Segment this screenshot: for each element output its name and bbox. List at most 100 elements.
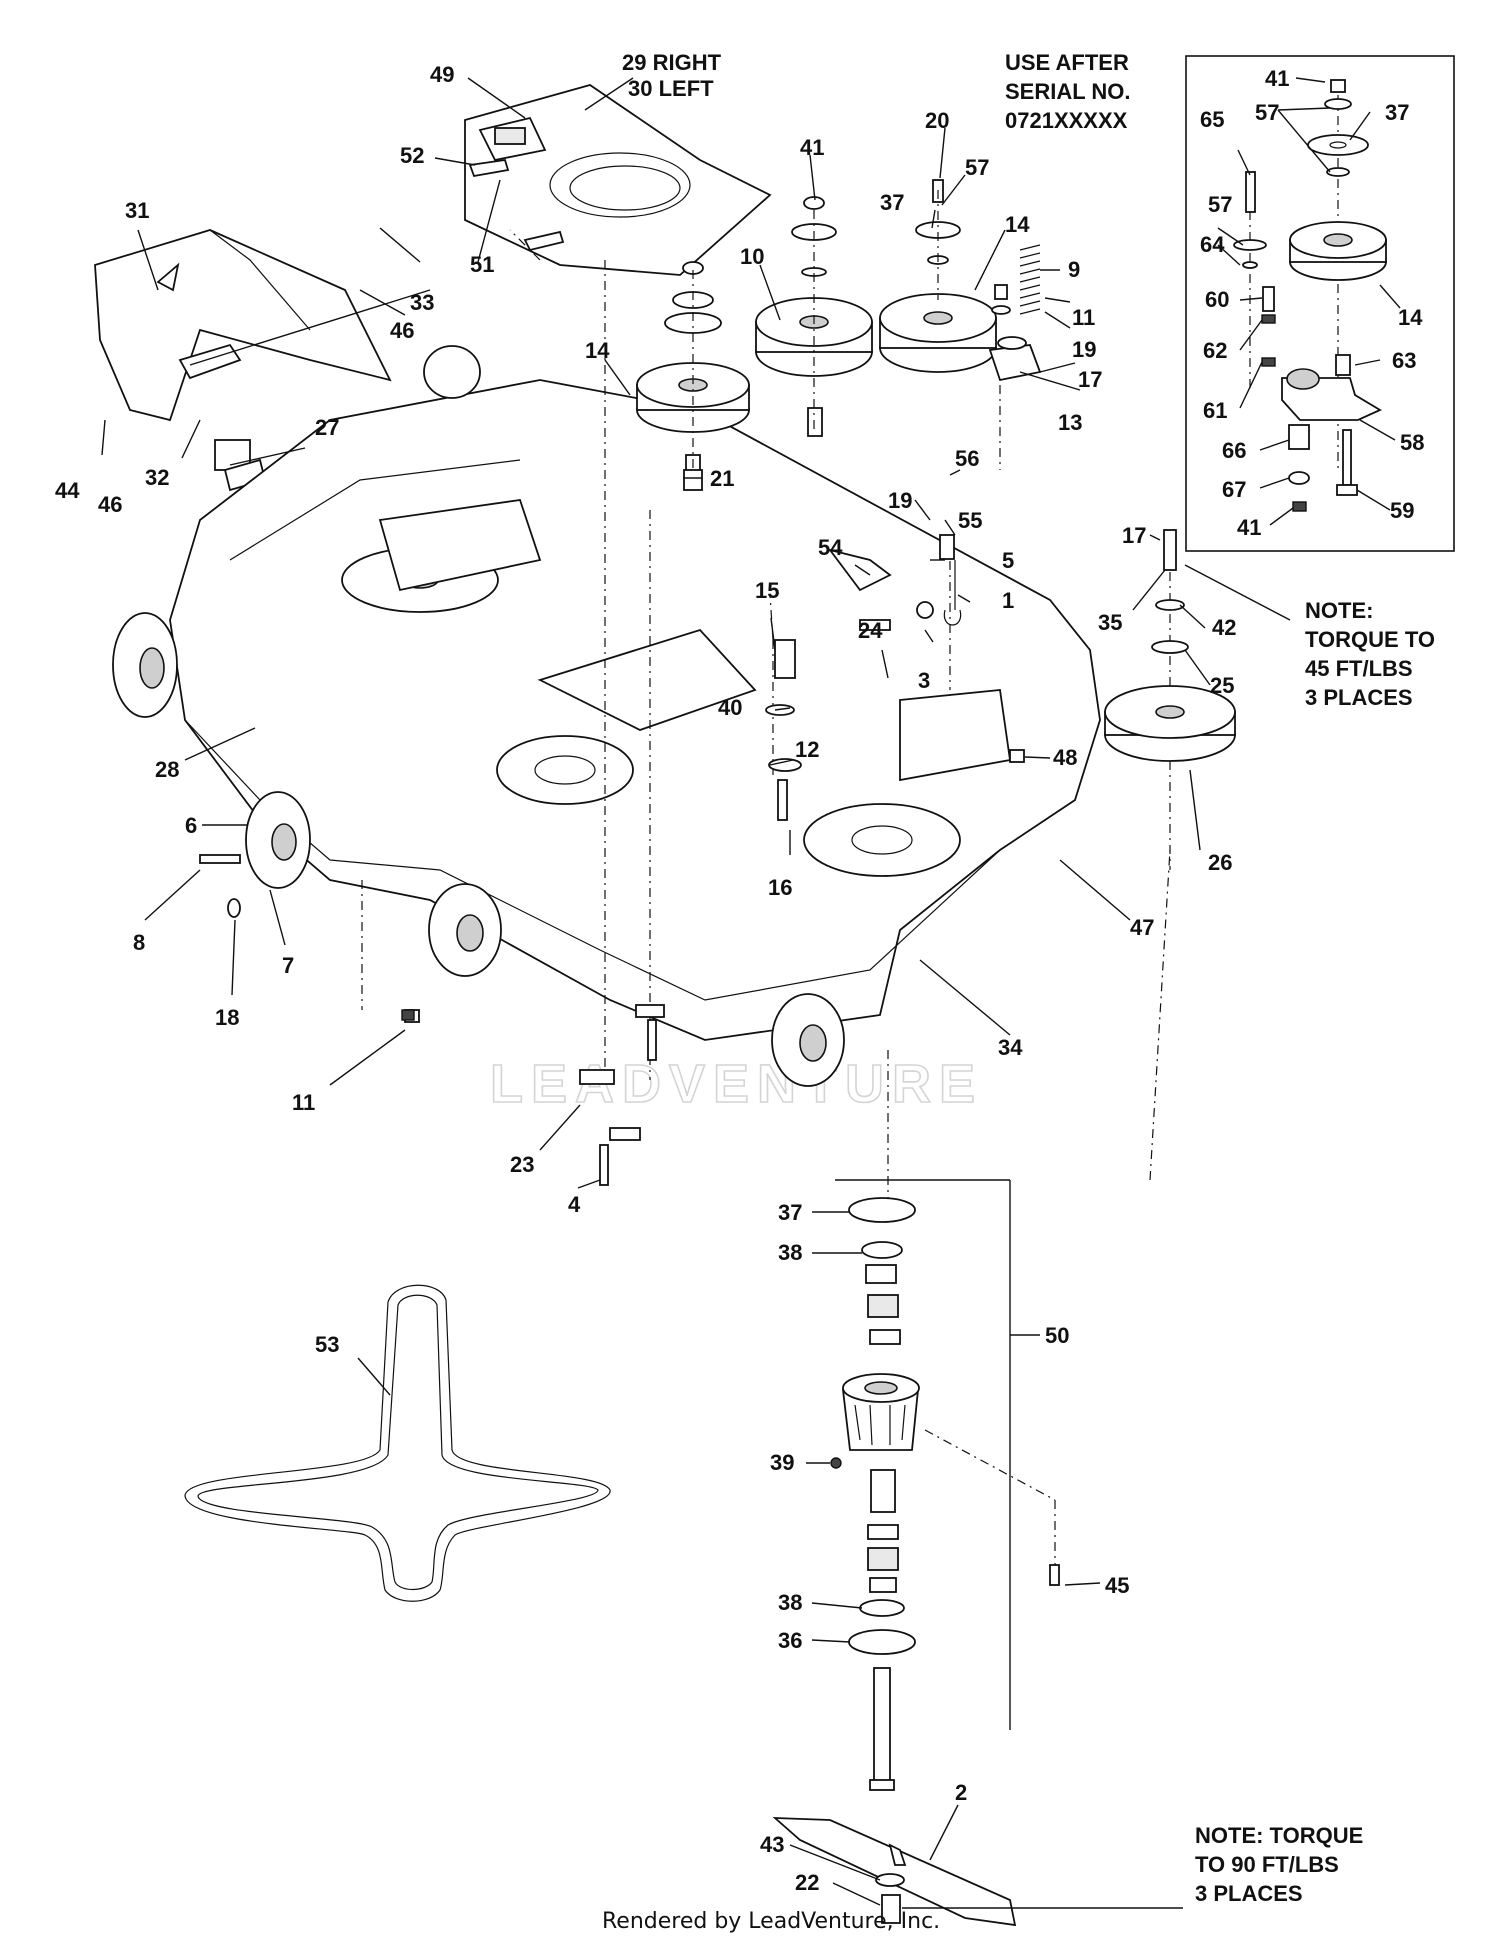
part-label-31: 31 xyxy=(125,198,149,223)
small-hardware xyxy=(199,534,1025,1186)
part-label-61: 61 xyxy=(1203,398,1227,423)
part-label-13: 13 xyxy=(1058,410,1082,435)
part-label-14: 14 xyxy=(1398,305,1423,330)
part-label-60: 60 xyxy=(1205,287,1229,312)
part-label-7: 7 xyxy=(282,953,294,978)
note-use-after-serial: USE AFTER SERIAL NO. 0721XXXXX xyxy=(1005,50,1137,133)
part-label-20: 20 xyxy=(925,108,949,133)
part-label-40: 40 xyxy=(718,695,742,720)
right-pulley xyxy=(1104,529,1236,870)
part-label-54: 54 xyxy=(818,535,843,560)
part-label-38: 38 xyxy=(778,1240,802,1265)
part-label-29-30: 29 RIGHT 30 LEFT xyxy=(622,50,727,101)
part-label-66: 66 xyxy=(1222,438,1246,463)
part-label-19: 19 xyxy=(888,488,912,513)
belt-cover xyxy=(464,84,772,276)
part-label-34: 34 xyxy=(998,1035,1023,1060)
part-label-27: 27 xyxy=(315,415,339,440)
note-torque-45-line2: TORQUE TO xyxy=(1305,627,1435,652)
watermark: LEADVENTURE xyxy=(490,1054,983,1114)
part-label-57: 57 xyxy=(1208,192,1232,217)
part-label-5: 5 xyxy=(1002,548,1014,573)
part-label-48: 48 xyxy=(1053,745,1077,770)
part-label-6: 6 xyxy=(185,813,197,838)
part-label-8: 8 xyxy=(133,930,145,955)
part-label-3: 3 xyxy=(918,668,930,693)
part-label-57: 57 xyxy=(965,155,989,180)
discharge-chute xyxy=(94,229,431,492)
spindle-assembly xyxy=(772,1050,1060,1927)
part-label-35: 35 xyxy=(1098,610,1122,635)
part-label-16: 16 xyxy=(768,875,792,900)
leader-lines xyxy=(101,77,1401,1909)
part-label-65: 65 xyxy=(1200,107,1224,132)
part-label-1: 1 xyxy=(1002,588,1014,613)
part-label-59: 59 xyxy=(1390,498,1414,523)
inset-parts xyxy=(1233,79,1387,512)
note-use-after-line3: 0721XXXXX xyxy=(1005,108,1128,133)
part-label-17: 17 xyxy=(1122,523,1146,548)
part-label-4: 4 xyxy=(568,1192,581,1217)
part-label-18: 18 xyxy=(215,1005,239,1030)
part-label-62: 62 xyxy=(1203,338,1227,363)
part-label-10: 10 xyxy=(740,244,764,269)
part-label-28: 28 xyxy=(155,757,179,782)
part-label-38: 38 xyxy=(778,1590,802,1615)
part-label-37: 37 xyxy=(778,1200,802,1225)
part-label-63: 63 xyxy=(1392,348,1416,373)
part-label-2: 2 xyxy=(955,1780,967,1805)
part-label-41: 41 xyxy=(800,135,824,160)
part-label-9: 9 xyxy=(1068,257,1080,282)
pulleys-top xyxy=(636,179,1042,491)
part-label-37: 37 xyxy=(1385,100,1409,125)
part-label-49: 49 xyxy=(430,62,454,87)
deck-wheels xyxy=(112,345,845,1087)
part-label-45: 45 xyxy=(1105,1573,1129,1598)
part-label-37: 37 xyxy=(880,190,904,215)
part-label-32: 32 xyxy=(145,465,169,490)
part-label-21: 21 xyxy=(710,466,734,491)
part-label-22: 22 xyxy=(795,1870,819,1895)
note-use-after-line2: SERIAL NO. xyxy=(1005,79,1131,104)
part-label-47: 47 xyxy=(1130,915,1154,940)
note-torque-90: NOTE: TORQUE TO 90 FT/LBS 3 PLACES xyxy=(1195,1823,1369,1906)
part-label-11: 11 xyxy=(292,1090,315,1115)
part-label-14: 14 xyxy=(585,338,610,363)
footer-credit: Rendered by LeadVenture, Inc. xyxy=(602,1909,940,1934)
part-label-55: 55 xyxy=(958,508,982,533)
part-label-41: 41 xyxy=(1237,515,1261,540)
part-label-39: 39 xyxy=(770,1450,794,1475)
part-label-67: 67 xyxy=(1222,477,1246,502)
part-label-52: 52 xyxy=(400,143,424,168)
part-label-12: 12 xyxy=(795,737,819,762)
part-label-30-left: 30 LEFT xyxy=(628,76,714,101)
part-label-23: 23 xyxy=(510,1152,534,1177)
part-label-46: 46 xyxy=(390,318,414,343)
part-labels: 49 29 RIGHT 30 LEFT 52 51 31 33 46 46 44… xyxy=(55,50,1424,1895)
note-torque-90-line1: NOTE: TORQUE xyxy=(1195,1823,1363,1848)
part-label-25: 25 xyxy=(1210,673,1234,698)
part-label-57: 57 xyxy=(1255,100,1279,125)
part-label-43: 43 xyxy=(760,1832,784,1857)
part-label-41: 41 xyxy=(1265,66,1289,91)
note-use-after-line1: USE AFTER xyxy=(1005,50,1129,75)
note-torque-90-line3: 3 PLACES xyxy=(1195,1881,1303,1906)
part-label-44: 44 xyxy=(55,478,80,503)
part-label-33: 33 xyxy=(410,290,434,315)
part-label-56: 56 xyxy=(955,446,979,471)
part-label-58: 58 xyxy=(1400,430,1424,455)
note-torque-45-line1: NOTE: xyxy=(1305,598,1373,623)
note-torque-90-line2: TO 90 FT/LBS xyxy=(1195,1852,1339,1877)
part-label-50: 50 xyxy=(1045,1323,1069,1348)
part-label-11: 11 xyxy=(1072,305,1095,330)
part-label-46: 46 xyxy=(98,492,122,517)
part-label-24: 24 xyxy=(858,618,883,643)
drive-belt xyxy=(184,1284,611,1602)
note-torque-45-line4: 3 PLACES xyxy=(1305,685,1413,710)
part-label-15: 15 xyxy=(755,578,779,603)
note-torque-45-line3: 45 FT/LBS xyxy=(1305,656,1413,681)
part-label-19: 19 xyxy=(1072,337,1096,362)
note-torque-45: NOTE: TORQUE TO 45 FT/LBS 3 PLACES xyxy=(1305,598,1441,710)
part-label-64: 64 xyxy=(1200,232,1225,257)
